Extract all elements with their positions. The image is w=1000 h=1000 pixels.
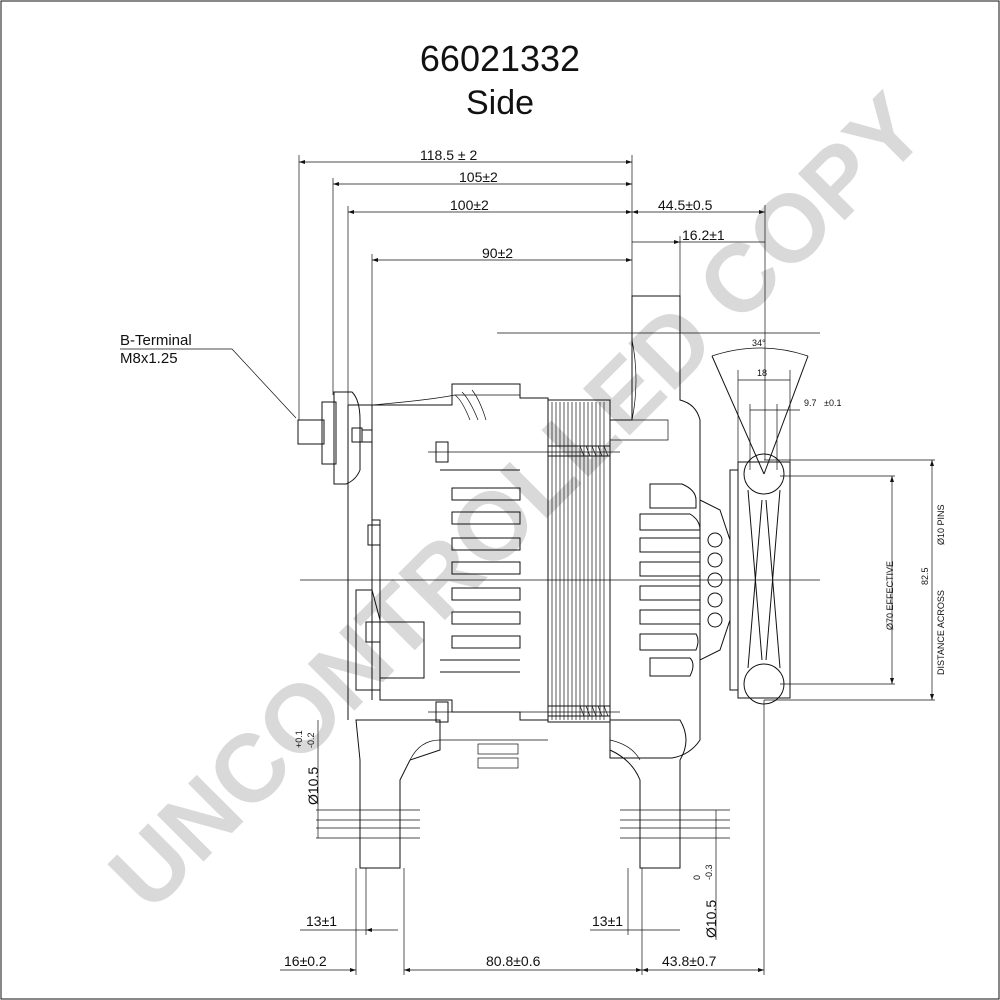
- dim-90: 90±2: [482, 245, 513, 261]
- callout-thread: M8x1.25: [120, 350, 178, 367]
- dim-16-0-2: 16±0.2: [284, 953, 327, 969]
- dim-10-pins: Ø10 PINS: [936, 504, 946, 545]
- hole-left-tol-lower: -0.2: [306, 732, 316, 748]
- hole-left-diameter: Ø10.5: [305, 767, 321, 805]
- hole-left-tol-upper: +0.1: [294, 730, 304, 748]
- hole-dimensions: [316, 720, 730, 940]
- pulley: [711, 347, 935, 705]
- dim-118-5: 118.5 ± 2: [420, 147, 477, 163]
- hole-right-tol-upper: 0: [692, 875, 702, 880]
- bottom-dimensions: [280, 700, 765, 975]
- part-number-title: 66021332: [419, 38, 581, 79]
- dim-43-8: 43.8±0.7: [662, 953, 717, 969]
- alternator-body: [297, 295, 739, 869]
- hole-right-tol-lower: -0.3: [704, 864, 714, 880]
- dim-82-5: 82.5: [920, 567, 930, 585]
- view-name-subtitle: Side: [465, 84, 535, 122]
- dim-100: 100±2: [450, 197, 489, 213]
- dim-9-7: 9.7: [804, 398, 817, 408]
- callout-b-terminal: B-Terminal: [120, 332, 192, 349]
- dim-18: 18: [757, 368, 767, 378]
- top-dimensions: [298, 155, 766, 460]
- callout-leader: [120, 348, 297, 419]
- dim-16-2: 16.2±1: [682, 227, 725, 243]
- dim-9-7-tolerance: ±0.1: [824, 398, 841, 408]
- dim-angle-34: 34°: [752, 338, 766, 348]
- dim-80-8: 80.8±0.6: [486, 953, 541, 969]
- dim-13-left: 13±1: [306, 913, 337, 929]
- stator-laminations: [551, 402, 605, 720]
- dim-13-right: 13±1: [592, 913, 623, 929]
- dim-distance-across: DISTANCE ACROSS: [936, 590, 946, 675]
- dim-44-5: 44.5±0.5: [658, 197, 713, 213]
- dim-70-effective: Ø70 EFFECTIVE: [885, 561, 895, 630]
- hole-right-diameter: Ø10.5: [703, 900, 719, 938]
- dim-105: 105±2: [459, 169, 498, 185]
- watermark-text: UNCONTROLLED COPY: [89, 74, 945, 930]
